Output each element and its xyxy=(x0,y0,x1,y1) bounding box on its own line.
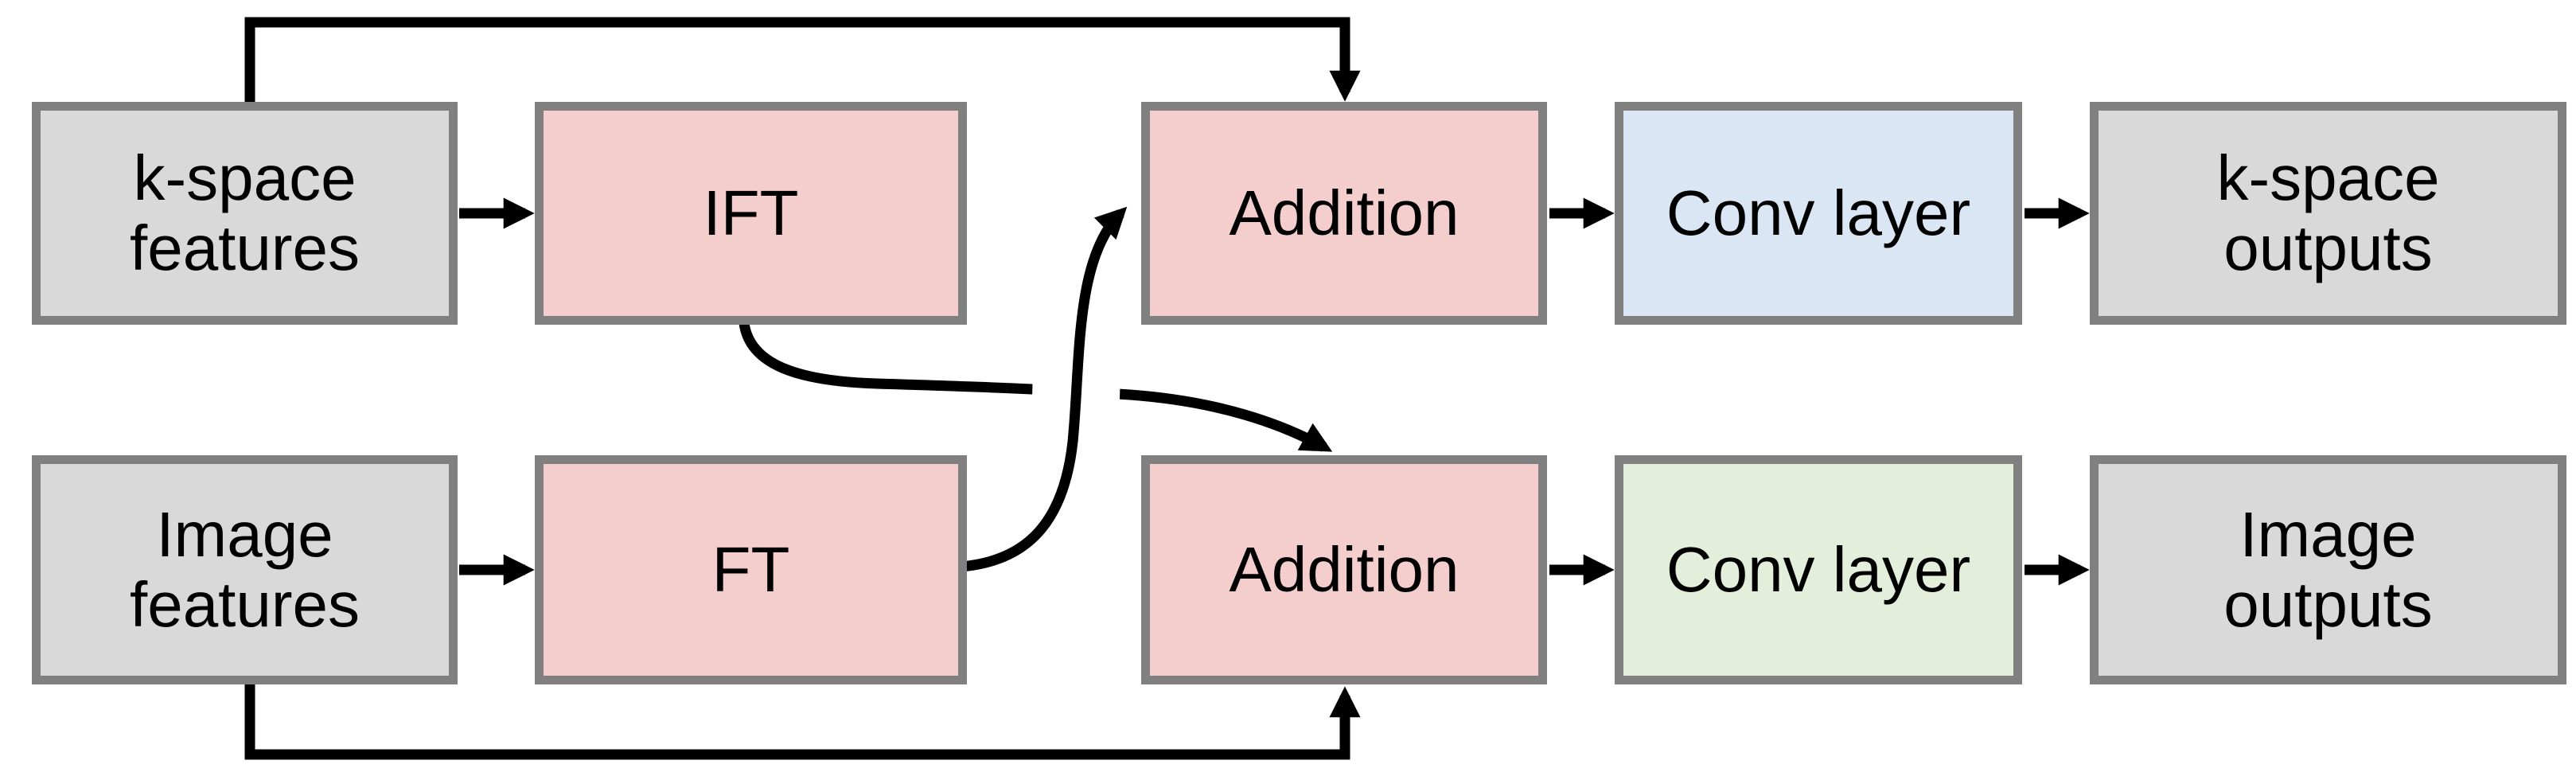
node-image-features: Image features xyxy=(32,455,458,684)
edge-skip-kspace-over-top-arrow xyxy=(244,17,1361,105)
node-image-outputs: Image outputs xyxy=(2090,455,2566,684)
node-ift: IFT xyxy=(535,102,967,325)
node-ft: FT xyxy=(535,455,967,684)
node-kspace-outputs: k-space outputs xyxy=(2090,102,2566,325)
edge-ift-to-addition-image-curve-arrow xyxy=(739,322,1333,452)
edge-skip-image-under-bottom-arrow xyxy=(244,681,1361,760)
node-addition-image: Addition xyxy=(1141,455,1547,684)
node-conv-layer-kspace: Conv layer xyxy=(1615,102,2022,325)
node-kspace-features: k-space features xyxy=(32,102,458,325)
node-addition-kspace: Addition xyxy=(1141,102,1547,325)
edge-ft-to-addition-kspace-curve-arrow xyxy=(961,206,1128,572)
node-conv-layer-image: Conv layer xyxy=(1615,455,2022,684)
